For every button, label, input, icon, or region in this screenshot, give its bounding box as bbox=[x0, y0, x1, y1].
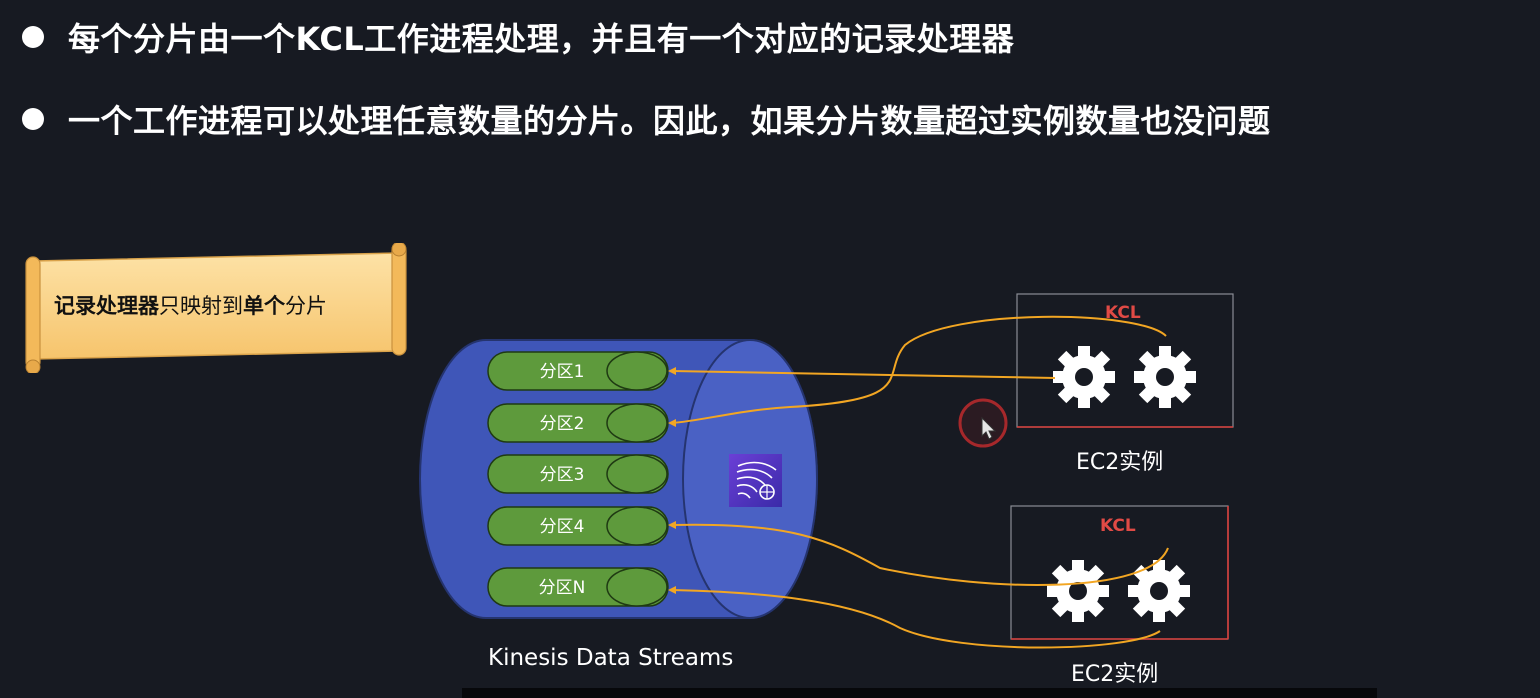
shard-2: 分区2 bbox=[487, 403, 669, 443]
record-processor-note: 记录处理器只映射到单个分片 bbox=[54, 290, 327, 320]
ec2-instance-caption: EC2实例 bbox=[1076, 450, 1164, 475]
shard-n: 分区N bbox=[487, 567, 669, 607]
shard-label: 分区N bbox=[539, 578, 586, 598]
bullet-dot bbox=[22, 26, 44, 48]
arrow-worker4-shardn bbox=[671, 589, 1161, 649]
bullet-dot bbox=[22, 108, 44, 130]
gear-icon bbox=[1053, 346, 1115, 408]
gear-icon bbox=[1134, 346, 1196, 408]
arrow-worker2-shard2 bbox=[671, 315, 1167, 424]
shard-label: 分区4 bbox=[540, 517, 585, 537]
scroll-note-shape bbox=[25, 243, 407, 373]
bullet-text-1: 每个分片由一个KCL工作进程处理，并且有一个对应的记录处理器 bbox=[68, 20, 1015, 58]
note-text-2: 分片 bbox=[285, 294, 327, 318]
arrow-worker1-shard1 bbox=[671, 370, 1056, 379]
bullet-point-1: 每个分片由一个KCL工作进程处理，并且有一个对应的记录处理器 bbox=[22, 14, 1014, 60]
kcl-label: KCL bbox=[1105, 303, 1141, 323]
note-bold-2: 单个 bbox=[243, 294, 285, 318]
shard-4: 分区4 bbox=[487, 506, 669, 546]
gear-icon bbox=[1128, 560, 1190, 622]
arrowheads bbox=[668, 367, 676, 594]
bullet-text-2: 一个工作进程可以处理任意数量的分片。因此，如果分片数量超过实例数量也没问题 bbox=[68, 102, 1271, 140]
note-bold-1: 记录处理器 bbox=[54, 294, 159, 318]
shard-label: 分区2 bbox=[540, 414, 585, 434]
shard-label: 分区1 bbox=[540, 362, 585, 382]
connector-arrows bbox=[671, 315, 1169, 649]
shard-3: 分区3 bbox=[487, 454, 669, 494]
shard-1: 分区1 bbox=[487, 351, 669, 391]
kinesis-data-streams-icon bbox=[729, 454, 782, 507]
arrow-worker4-shard4 bbox=[671, 523, 1169, 587]
gear-icon bbox=[1047, 560, 1109, 622]
mouse-cursor-icon bbox=[958, 398, 1008, 448]
shard-label: 分区3 bbox=[540, 465, 585, 485]
kinesis-data-streams-label: Kinesis Data Streams bbox=[488, 645, 734, 671]
note-text-1: 只映射到 bbox=[159, 294, 243, 318]
kcl-label: KCL bbox=[1100, 516, 1136, 536]
video-bottom-bar bbox=[462, 688, 1377, 698]
shard-list: 分区1 分区2 分区3 分区4 分区N bbox=[487, 351, 669, 607]
bullet-point-2: 一个工作进程可以处理任意数量的分片。因此，如果分片数量超过实例数量也没问题 bbox=[22, 96, 1271, 142]
ec2-instance-caption: EC2实例 bbox=[1071, 662, 1159, 687]
